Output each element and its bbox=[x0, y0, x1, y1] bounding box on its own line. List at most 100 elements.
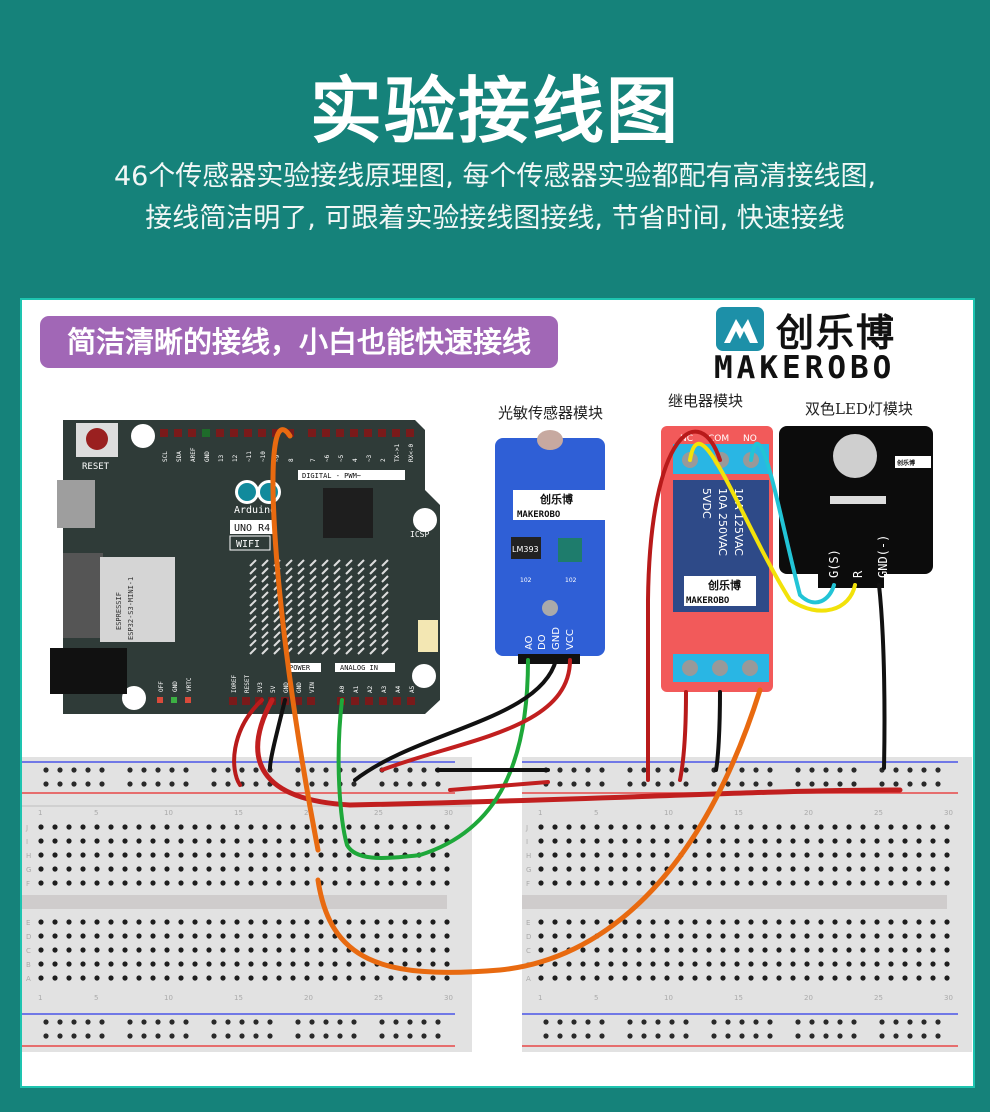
rail-hole[interactable] bbox=[85, 1019, 91, 1025]
rail-hole[interactable] bbox=[711, 1033, 717, 1039]
rail-hole[interactable] bbox=[599, 1019, 605, 1025]
breadboard-hole[interactable] bbox=[332, 961, 338, 967]
rail-hole[interactable] bbox=[169, 1033, 175, 1039]
breadboard-hole[interactable] bbox=[608, 961, 614, 967]
breadboard-hole[interactable] bbox=[374, 824, 380, 830]
breadboard-hole[interactable] bbox=[164, 933, 170, 939]
header-pin[interactable] bbox=[230, 429, 238, 437]
rail-hole[interactable] bbox=[379, 1033, 385, 1039]
breadboard-hole[interactable] bbox=[346, 824, 352, 830]
breadboard-hole[interactable] bbox=[38, 852, 44, 858]
rail-hole[interactable] bbox=[683, 1033, 689, 1039]
breadboard-hole[interactable] bbox=[332, 866, 338, 872]
breadboard-hole[interactable] bbox=[748, 824, 754, 830]
breadboard-hole[interactable] bbox=[916, 975, 922, 981]
breadboard-hole[interactable] bbox=[580, 919, 586, 925]
rail-hole[interactable] bbox=[809, 1019, 815, 1025]
breadboard-hole[interactable] bbox=[374, 919, 380, 925]
breadboard-hole[interactable] bbox=[608, 975, 614, 981]
breadboard-hole[interactable] bbox=[402, 866, 408, 872]
breadboard-hole[interactable] bbox=[566, 933, 572, 939]
rail-hole[interactable] bbox=[183, 1019, 189, 1025]
rail-hole[interactable] bbox=[183, 1033, 189, 1039]
breadboard-hole[interactable] bbox=[234, 919, 240, 925]
breadboard-hole[interactable] bbox=[374, 880, 380, 886]
breadboard-hole[interactable] bbox=[608, 947, 614, 953]
breadboard-hole[interactable] bbox=[206, 933, 212, 939]
rail-hole[interactable] bbox=[127, 1019, 133, 1025]
breadboard-hole[interactable] bbox=[552, 961, 558, 967]
breadboard-hole[interactable] bbox=[790, 880, 796, 886]
breadboard-hole[interactable] bbox=[594, 824, 600, 830]
header-pin[interactable] bbox=[308, 429, 316, 437]
breadboard-hole[interactable] bbox=[290, 947, 296, 953]
breadboard-hole[interactable] bbox=[248, 947, 254, 953]
breadboard-hole[interactable] bbox=[860, 947, 866, 953]
breadboard-hole[interactable] bbox=[346, 852, 352, 858]
rail-hole[interactable] bbox=[809, 767, 815, 773]
potentiometer[interactable] bbox=[558, 538, 582, 562]
rail-hole[interactable] bbox=[435, 781, 441, 787]
rail-hole[interactable] bbox=[543, 1019, 549, 1025]
breadboard-hole[interactable] bbox=[304, 824, 310, 830]
breadboard-hole[interactable] bbox=[846, 975, 852, 981]
breadboard-hole[interactable] bbox=[388, 975, 394, 981]
breadboard-hole[interactable] bbox=[930, 838, 936, 844]
rail-hole[interactable] bbox=[407, 1019, 413, 1025]
rail-hole[interactable] bbox=[141, 1033, 147, 1039]
breadboard-hole[interactable] bbox=[136, 919, 142, 925]
breadboard-hole[interactable] bbox=[916, 933, 922, 939]
header-pin[interactable] bbox=[244, 429, 252, 437]
rail-hole[interactable] bbox=[585, 1019, 591, 1025]
breadboard-hole[interactable] bbox=[594, 866, 600, 872]
breadboard-hole[interactable] bbox=[206, 824, 212, 830]
breadboard-hole[interactable] bbox=[136, 975, 142, 981]
breadboard-hole[interactable] bbox=[52, 919, 58, 925]
breadboard-hole[interactable] bbox=[388, 824, 394, 830]
rail-hole[interactable] bbox=[183, 767, 189, 773]
breadboard-hole[interactable] bbox=[538, 880, 544, 886]
breadboard-hole[interactable] bbox=[262, 961, 268, 967]
breadboard-hole[interactable] bbox=[538, 852, 544, 858]
breadboard-hole[interactable] bbox=[276, 961, 282, 967]
breadboard-hole[interactable] bbox=[664, 824, 670, 830]
breadboard-hole[interactable] bbox=[360, 880, 366, 886]
breadboard-hole[interactable] bbox=[734, 866, 740, 872]
breadboard-hole[interactable] bbox=[108, 947, 114, 953]
breadboard-hole[interactable] bbox=[888, 947, 894, 953]
breadboard-hole[interactable] bbox=[38, 919, 44, 925]
breadboard-hole[interactable] bbox=[664, 880, 670, 886]
breadboard-hole[interactable] bbox=[136, 961, 142, 967]
breadboard-hole[interactable] bbox=[678, 947, 684, 953]
breadboard-hole[interactable] bbox=[776, 975, 782, 981]
breadboard-hole[interactable] bbox=[94, 880, 100, 886]
breadboard-hole[interactable] bbox=[80, 880, 86, 886]
breadboard-hole[interactable] bbox=[874, 919, 880, 925]
rail-hole[interactable] bbox=[935, 781, 941, 787]
breadboard-hole[interactable] bbox=[650, 852, 656, 858]
breadboard-hole[interactable] bbox=[566, 838, 572, 844]
breadboard-hole[interactable] bbox=[220, 975, 226, 981]
rail-hole[interactable] bbox=[351, 781, 357, 787]
rail-hole[interactable] bbox=[767, 1019, 773, 1025]
breadboard-hole[interactable] bbox=[622, 824, 628, 830]
rail-hole[interactable] bbox=[295, 767, 301, 773]
breadboard-hole[interactable] bbox=[234, 947, 240, 953]
breadboard-hole[interactable] bbox=[818, 866, 824, 872]
breadboard-hole[interactable] bbox=[80, 961, 86, 967]
breadboard-hole[interactable] bbox=[136, 933, 142, 939]
breadboard-hole[interactable] bbox=[860, 866, 866, 872]
rail-hole[interactable] bbox=[753, 781, 759, 787]
breadboard-hole[interactable] bbox=[636, 838, 642, 844]
breadboard-hole[interactable] bbox=[580, 852, 586, 858]
rail-hole[interactable] bbox=[753, 767, 759, 773]
breadboard-hole[interactable] bbox=[776, 919, 782, 925]
breadboard-hole[interactable] bbox=[580, 866, 586, 872]
breadboard-hole[interactable] bbox=[304, 961, 310, 967]
breadboard-hole[interactable] bbox=[108, 880, 114, 886]
rail-hole[interactable] bbox=[211, 781, 217, 787]
breadboard-hole[interactable] bbox=[762, 824, 768, 830]
breadboard-hole[interactable] bbox=[608, 933, 614, 939]
breadboard-hole[interactable] bbox=[944, 838, 950, 844]
rail-hole[interactable] bbox=[71, 781, 77, 787]
